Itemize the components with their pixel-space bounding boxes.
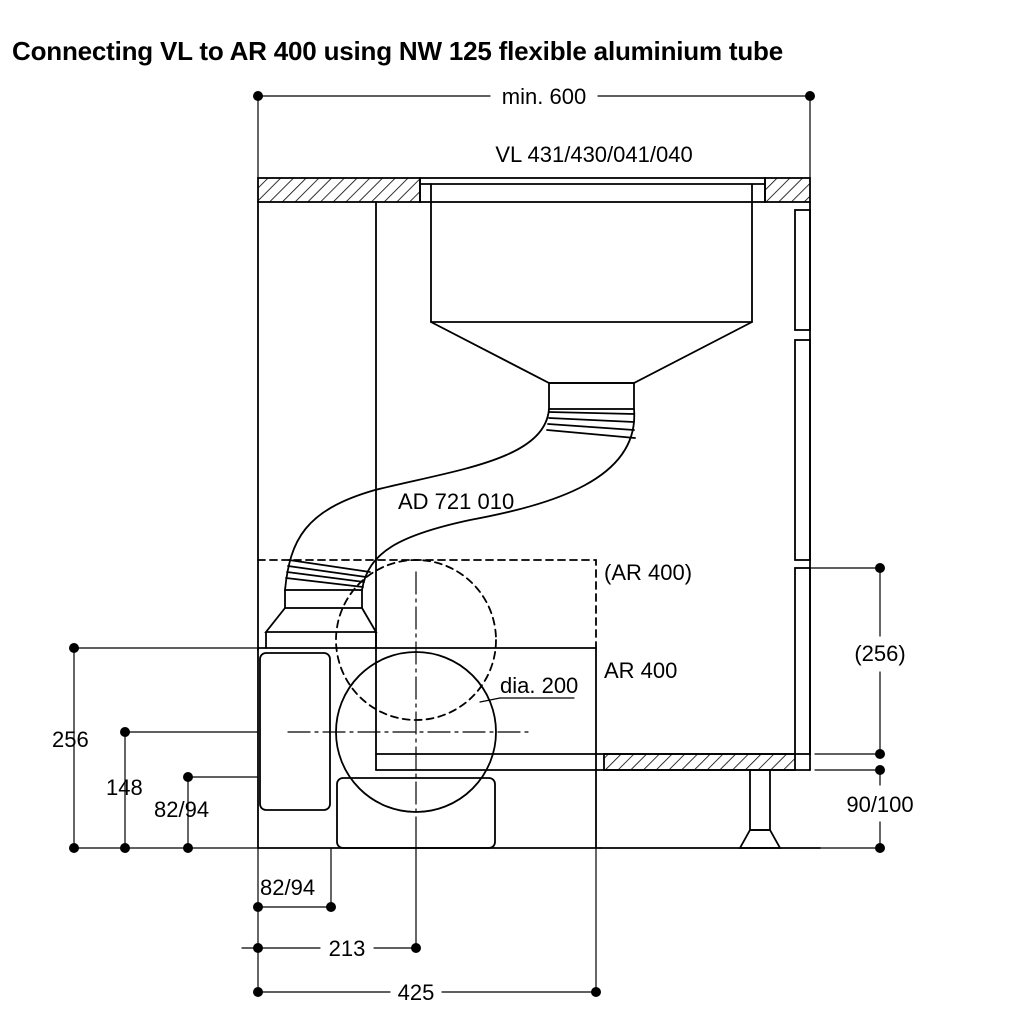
centerlines <box>287 571 531 831</box>
worktop <box>257 177 811 203</box>
label-dim-213: 213 <box>329 936 366 961</box>
label-vl-appliance: VL 431/430/041/040 <box>495 142 692 167</box>
label-dim-82-94-left: 82/94 <box>154 797 209 822</box>
label-dim-256: 256 <box>52 727 89 752</box>
page-title: Connecting VL to AR 400 using NW 125 fle… <box>12 36 783 66</box>
label-dim-425: 425 <box>398 980 435 1005</box>
floor-and-plinth-leg <box>257 769 821 849</box>
label-ad-721-010: AD 721 010 <box>398 489 514 514</box>
dimension-endpoints <box>69 91 885 997</box>
label-ar400-alternative: (AR 400) <box>604 560 692 585</box>
label-dim-256-alt: (256) <box>854 641 905 666</box>
label-ar400: AR 400 <box>604 658 677 683</box>
label-dim-82-94-bottom: 82/94 <box>260 875 315 900</box>
vl-appliance-housing <box>430 183 753 384</box>
label-dim-148: 148 <box>106 775 143 800</box>
flexible-tube-ad-721-010 <box>264 382 636 649</box>
cabinet-doors <box>794 209 811 755</box>
label-min-600: min. 600 <box>502 84 586 109</box>
label-dim-90-100: 90/100 <box>846 792 913 817</box>
dimension-lines <box>73 95 881 993</box>
label-dia-200: dia. 200 <box>500 673 578 698</box>
diagram-labels: min. 600 VL 431/430/041/040 AD 721 010 (… <box>52 84 914 1005</box>
